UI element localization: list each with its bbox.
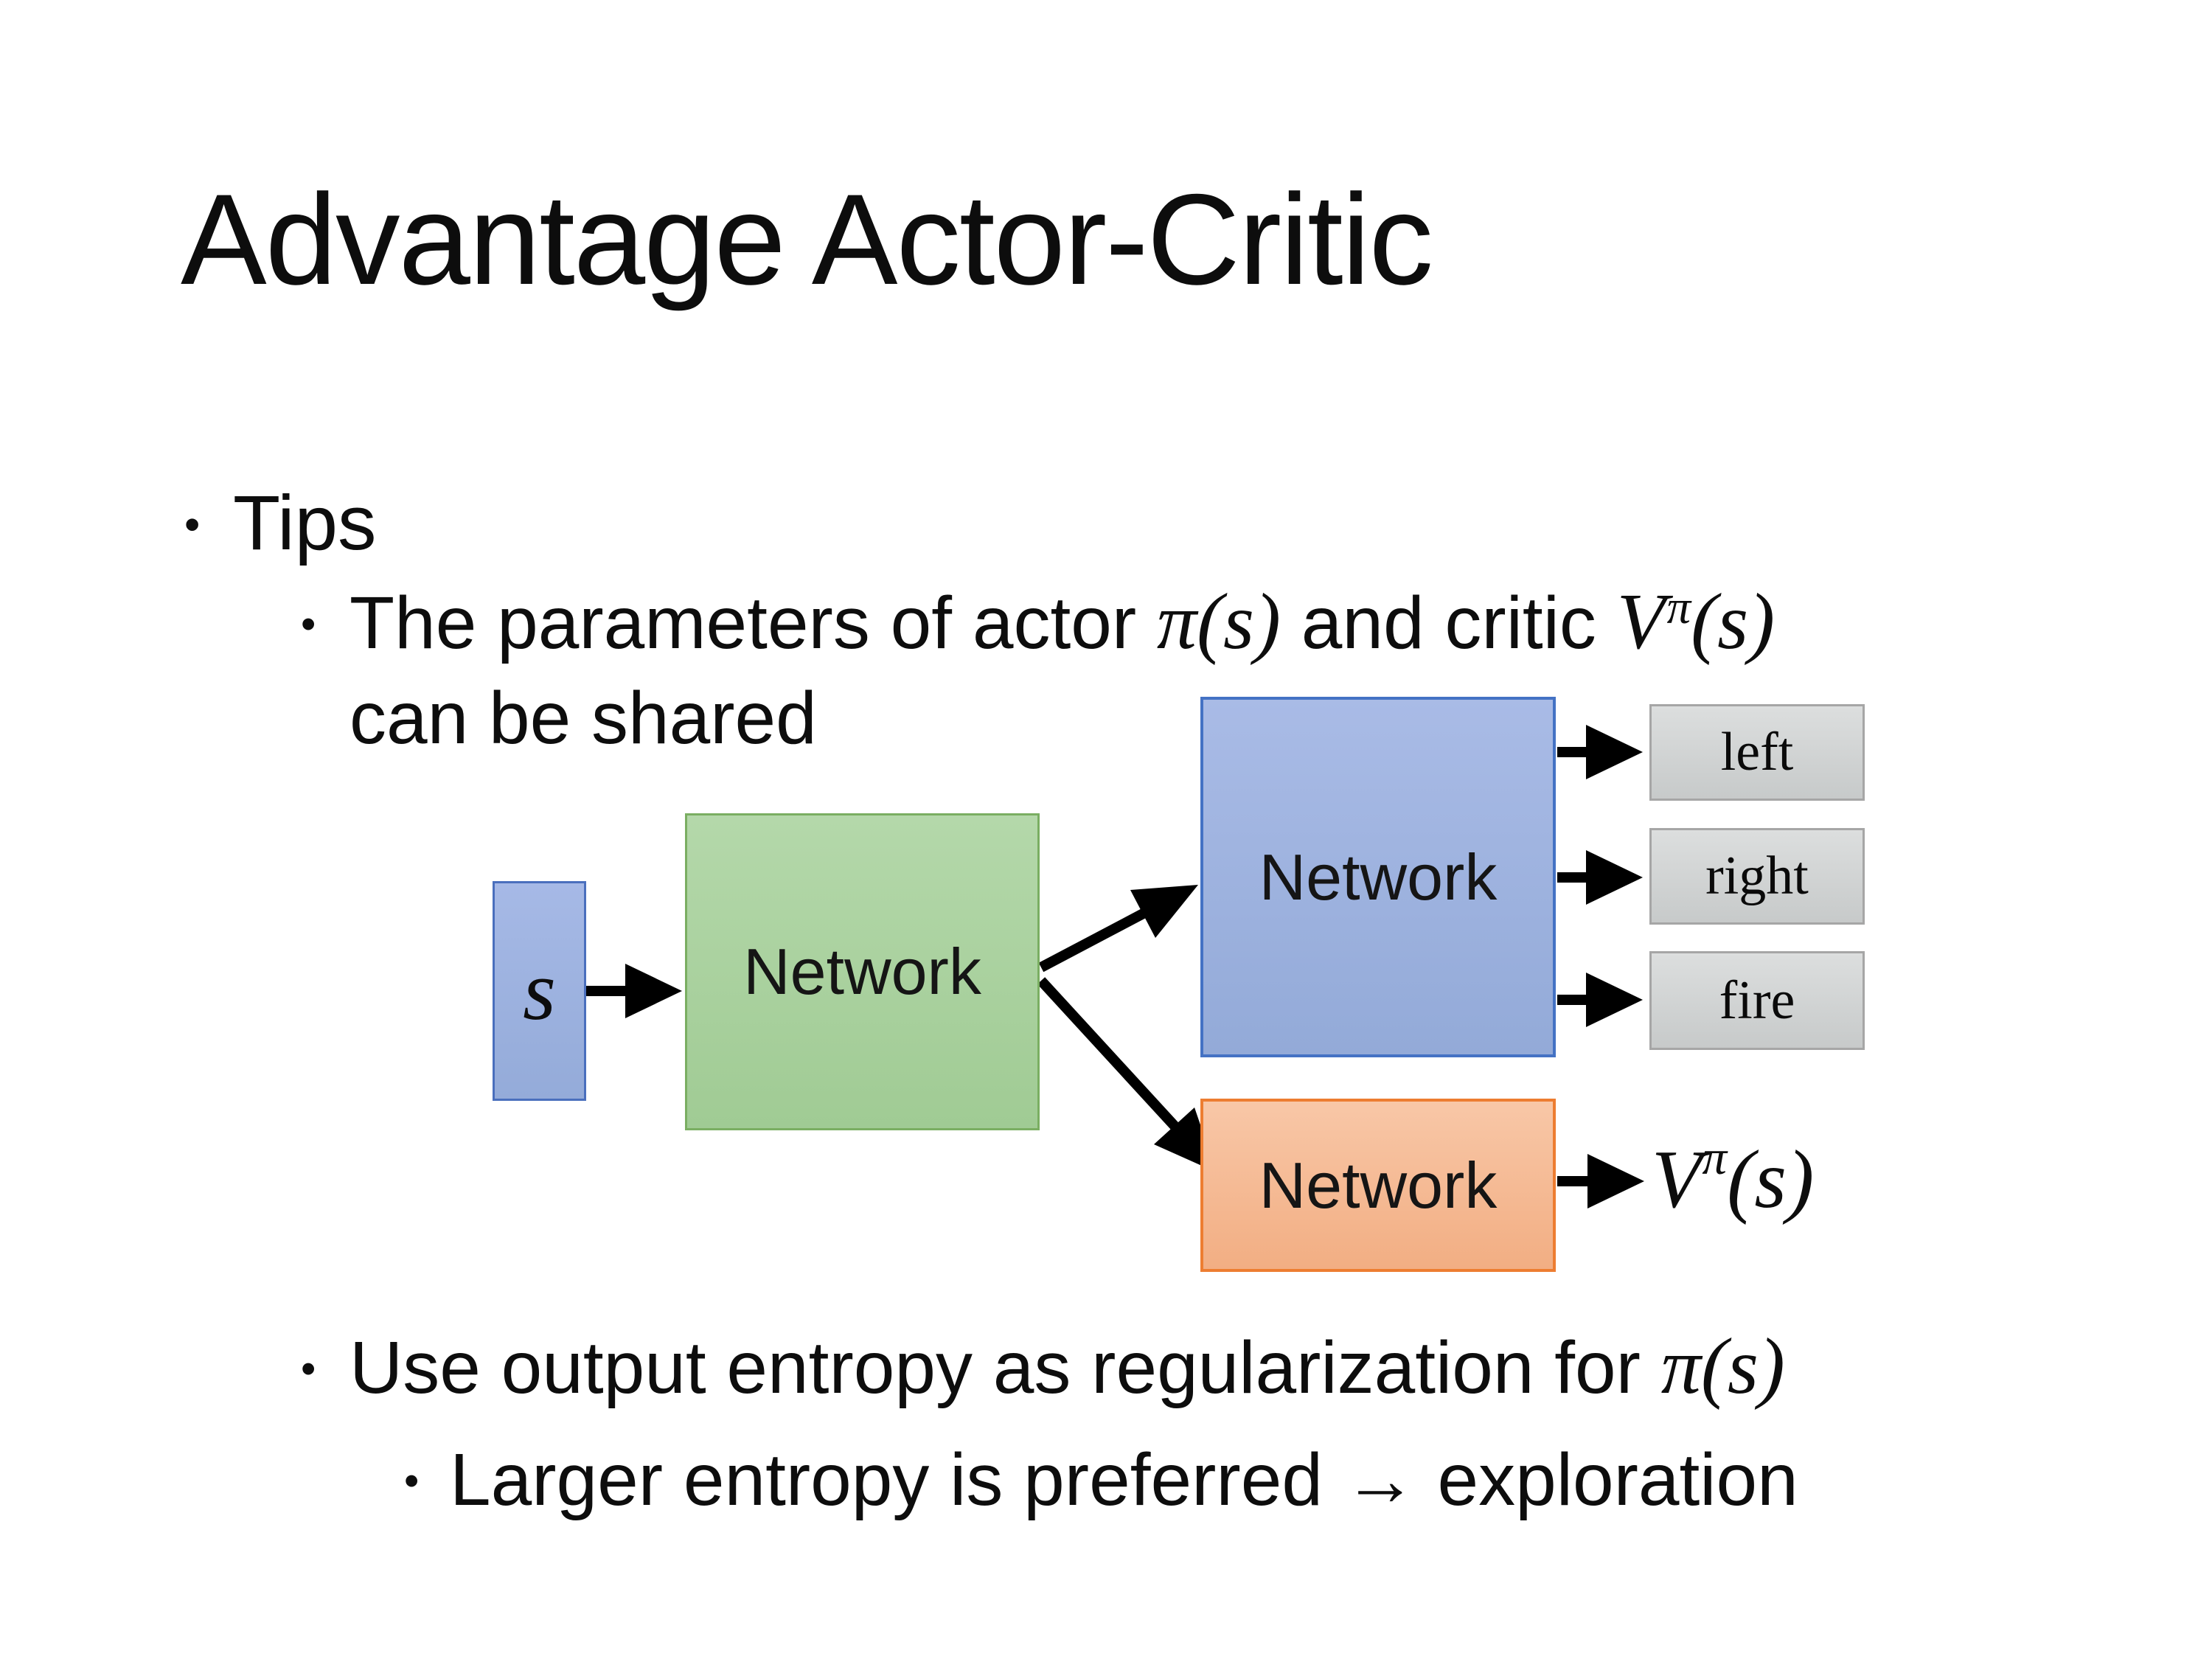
value-v: V (1616, 578, 1666, 666)
shared-network-label: Network (743, 935, 981, 1008)
tips-label: Tips (233, 480, 377, 566)
arrow-critic-to-value (1557, 1154, 1644, 1208)
bullet-entropy-regularization: • Use output entropy as regularization fo… (301, 1321, 1785, 1413)
value-output-args: (s) (1727, 1133, 1815, 1225)
arrow-actor-to-right (1557, 850, 1643, 905)
value-output-v: V (1652, 1133, 1703, 1225)
value-output-sup-pi: π (1702, 1129, 1728, 1185)
value-sup-pi: π (1666, 581, 1691, 635)
shared-params-line2-text: can be shared (349, 677, 817, 759)
bullet-shared-params-line1: • The parameters of actor π(s) and critic… (301, 577, 1775, 668)
shared-params-text: The parameters of actor (349, 582, 1157, 664)
entropy-text: Use output entropy as regularization for (349, 1326, 1661, 1409)
action-label-fire: fire (1719, 970, 1795, 1031)
shared-network-box: Network (685, 813, 1040, 1130)
arrow-actor-to-fire (1557, 973, 1643, 1027)
state-input-box: s (493, 881, 586, 1101)
critic-network-box: Network (1200, 1099, 1556, 1272)
arrow-shared-to-actor (1038, 885, 1198, 973)
bullet-glyph: • (301, 1345, 316, 1394)
page-title: Advantage Actor-Critic (181, 168, 1433, 312)
policy-math: π(s) (1660, 1323, 1785, 1411)
bullet-glyph: • (404, 1457, 420, 1506)
state-label: s (523, 944, 556, 1037)
actor-network-label: Network (1259, 840, 1498, 914)
action-box-fire: fire (1649, 951, 1865, 1050)
actor-policy-math: π(s) (1156, 578, 1281, 666)
arrow-shared-to-critic (1037, 977, 1217, 1172)
actor-network-box: Network (1200, 697, 1556, 1057)
shared-params-mid-text: and critic (1281, 582, 1617, 664)
action-label-right: right (1705, 846, 1809, 906)
bullet-glyph: • (184, 498, 201, 549)
critic-network-label: Network (1259, 1148, 1498, 1222)
value-args: (s) (1691, 578, 1775, 666)
arrow-actor-to-left (1557, 725, 1643, 779)
bullet-shared-params-line2: can be shared (349, 676, 817, 761)
action-label-left: left (1720, 722, 1794, 782)
critic-value-math: Vπ(s) (1617, 578, 1775, 666)
action-box-left: left (1649, 704, 1865, 801)
arrow-state-to-shared (586, 964, 682, 1018)
bullet-glyph: • (301, 600, 316, 649)
bullet-tips: • Tips (184, 479, 376, 568)
exploration-text: Larger entropy is preferred → exploratio… (450, 1439, 1798, 1521)
bullet-exploration: • Larger entropy is preferred → explorati… (404, 1438, 1798, 1523)
action-box-right: right (1649, 828, 1865, 925)
